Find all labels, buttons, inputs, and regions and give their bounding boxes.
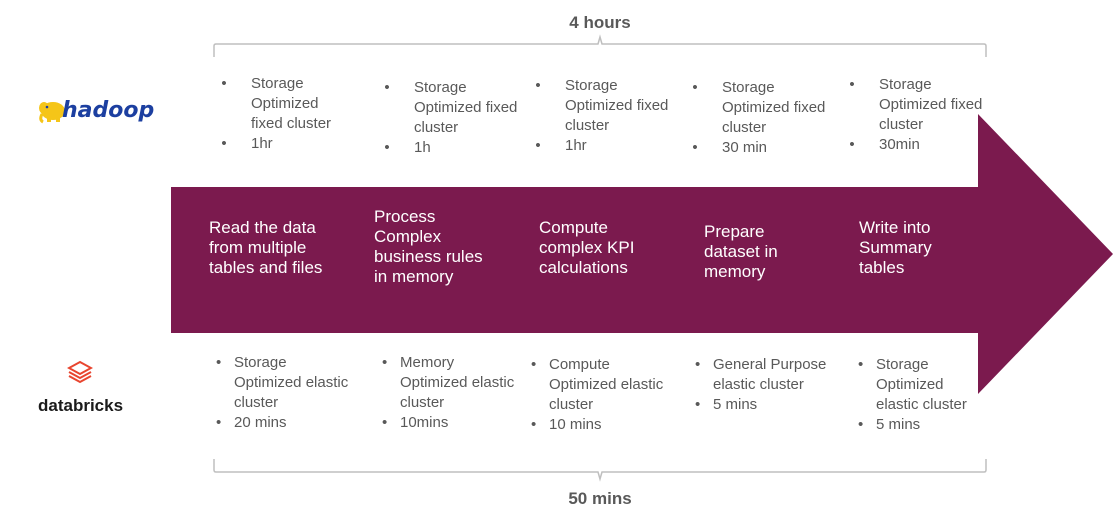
- list-item: •Memory Optimized elastic cluster: [382, 354, 515, 411]
- list-item: •Compute Optimized elastic cluster: [531, 356, 664, 413]
- list-item: •10 mins: [531, 416, 602, 433]
- databricks-logo-text: databricks: [38, 396, 124, 415]
- hadoop-logo: hadoop: [38, 94, 168, 130]
- databricks-col-4: •General Purpose elastic cluster •5 mins: [693, 355, 833, 415]
- list-item: •Storage Optimized fixed cluster: [535, 77, 669, 134]
- hadoop-total-label: 4 hours: [569, 13, 631, 32]
- step-2-text: Process Complex business rules in memory: [374, 207, 483, 286]
- list-item: •10mins: [382, 414, 449, 431]
- databricks-col-3: •Compute Optimized elastic cluster •10 m…: [529, 355, 669, 435]
- list-item: •20 mins: [216, 414, 287, 431]
- hadoop-col-1: •Storage Optimized fixed cluster •1hr: [218, 74, 348, 154]
- step-4-text: Prepare dataset in memory: [704, 222, 778, 281]
- list-item: •Storage Optimized fixed cluster: [384, 79, 518, 136]
- databricks-total-label: 50 mins: [568, 489, 632, 508]
- hadoop-logo-text: hadoop: [62, 98, 155, 123]
- step-1-text: Read the data from multiple tables and f…: [209, 218, 323, 277]
- list-item: •30 min: [692, 139, 768, 156]
- list-item: •1hr: [221, 135, 273, 152]
- list-item: •1hr: [535, 137, 587, 154]
- step-5-text: Write into Summary tables: [859, 218, 932, 277]
- list-item: •Storage Optimized elastic cluster: [216, 354, 349, 411]
- list-item: •Storage Optimized fixed cluster: [692, 79, 826, 136]
- step-3-text: Compute complex KPI calculations: [539, 218, 635, 277]
- list-item: •1h: [384, 139, 431, 156]
- list-item: •Storage Optimized fixed cluster: [849, 76, 983, 133]
- hadoop-col-2: •Storage Optimized fixed cluster •1h: [381, 78, 521, 158]
- bottom-bracket: [213, 459, 987, 482]
- list-item: •5 mins: [695, 396, 758, 413]
- list-item: •General Purpose elastic cluster: [695, 356, 827, 393]
- hadoop-col-4: •Storage Optimized fixed cluster •30 min: [689, 78, 829, 158]
- databricks-col-2: •Memory Optimized elastic cluster •10min…: [380, 353, 520, 433]
- databricks-col-1: •Storage Optimized elastic cluster •20 m…: [214, 353, 354, 433]
- hadoop-col-5: •Storage Optimized fixed cluster •30min: [846, 75, 986, 155]
- hadoop-col-3: •Storage Optimized fixed cluster •1hr: [532, 76, 672, 156]
- list-item: •30min: [849, 136, 920, 153]
- top-bracket: [213, 34, 987, 57]
- list-item: •Storage Optimized elastic cluster: [858, 356, 967, 413]
- databricks-col-5: •Storage Optimized elastic cluster •5 mi…: [856, 355, 986, 435]
- list-item: •Storage Optimized fixed cluster: [221, 75, 332, 132]
- databricks-stack-icon: [67, 360, 93, 384]
- list-item: •5 mins: [858, 416, 921, 433]
- hadoop-elephant-icon: [39, 102, 65, 124]
- process-arrow: [171, 114, 1113, 394]
- databricks-logo: databricks: [38, 360, 148, 420]
